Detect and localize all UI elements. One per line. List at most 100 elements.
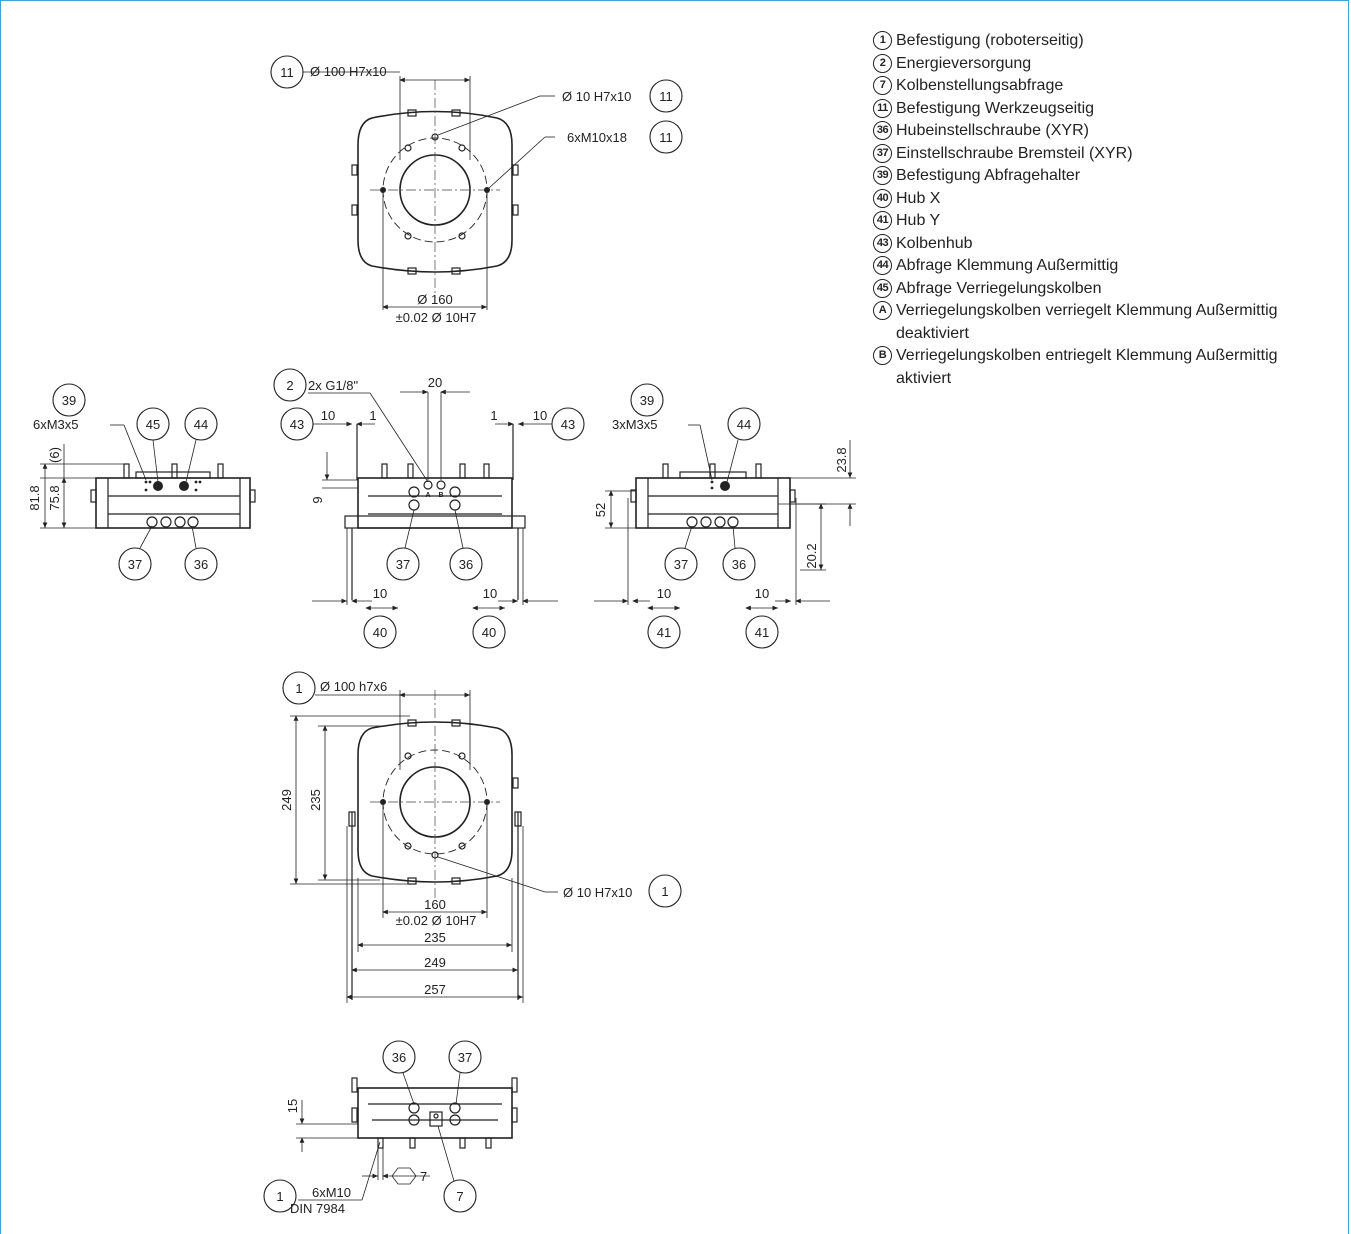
front-ref-1: 1 xyxy=(276,1189,283,1204)
bottom-dim-249v: 249 xyxy=(279,789,294,811)
bottom-tolerance: ±0.02 Ø 10H7 xyxy=(396,913,477,928)
front-threads: 6xM10 xyxy=(312,1185,351,1200)
right-dim-23-8: 23.8 xyxy=(834,447,849,472)
legend-text: Abfrage Verriegelungskolben xyxy=(896,279,1102,297)
front-ref-36: 36 xyxy=(392,1050,406,1065)
bottom-view: 1 Ø 100 h7x6 249 235 Ø 10 H7x10 1 160 ±0… xyxy=(279,671,682,1003)
top-ref-11b: 11 xyxy=(659,89,673,104)
legend-text: Befestigung Werkzeugseitig xyxy=(896,99,1095,117)
legend-text: Hubeinstellschraube (XYR) xyxy=(896,122,1089,139)
legend-key: A xyxy=(873,301,892,320)
legend-key: 7 xyxy=(873,76,892,95)
center-dim-20: 20 xyxy=(428,375,442,390)
legend-text: Einstellschraube Bremsteil (XYR) xyxy=(896,144,1133,162)
front-ref-37: 37 xyxy=(458,1050,472,1065)
bottom-dim-249h: 249 xyxy=(424,955,446,970)
center-mark-b: B xyxy=(438,492,443,499)
right-dim-10b: 10 xyxy=(755,586,769,601)
front-hex: 7 xyxy=(420,1169,427,1184)
center-mark-a: A xyxy=(425,492,430,499)
left-dim-81-8: 81.8 xyxy=(27,485,42,510)
right-dim-10a: 10 xyxy=(657,586,671,601)
center-dim-1a: 1 xyxy=(369,408,376,423)
right-dim-20-2: 20.2 xyxy=(804,543,819,568)
top-bolt-circle: Ø 160 xyxy=(417,292,452,307)
side-view-center: A B 2 2x G1/8" 20 43 10 1 43 10 1 9 37 3… xyxy=(273,368,585,649)
legend-key: 40 xyxy=(873,188,892,208)
left-ref-36: 36 xyxy=(194,557,208,572)
legend-key: 44 xyxy=(873,256,892,275)
center-ref-40a: 40 xyxy=(373,625,387,640)
front-din: DIN 7984 xyxy=(290,1201,345,1216)
legend-key: 43 xyxy=(873,233,892,253)
top-ref-11c: 11 xyxy=(659,130,673,145)
center-dim-9: 9 xyxy=(310,496,325,503)
center-ref-43a: 43 xyxy=(290,417,304,432)
legend-key: 39 xyxy=(873,166,892,185)
bottom-ref-1b: 1 xyxy=(661,884,668,899)
center-ref-40b: 40 xyxy=(482,625,496,640)
top-ref-11a: 11 xyxy=(280,65,294,80)
top-dia-bore: Ø 100 H7x10 xyxy=(310,64,387,79)
center-ref-37: 37 xyxy=(396,557,410,572)
legend-key: 2 xyxy=(873,53,892,73)
legend-text: Energieversorgung xyxy=(896,54,1032,72)
left-dim-75-8: 75.8 xyxy=(47,485,62,510)
legend-text: Hub Y xyxy=(896,212,941,229)
right-threads: 3xM3x5 xyxy=(612,417,658,432)
right-dim-52: 52 xyxy=(593,503,608,517)
right-ref-41a: 41 xyxy=(657,625,671,640)
bottom-ref-1a: 1 xyxy=(295,681,302,696)
bottom-dim-160: 160 xyxy=(424,897,446,912)
top-threads: 6xM10x18 xyxy=(567,130,627,145)
front-ref-7: 7 xyxy=(456,1189,463,1204)
legend-text: Kolbenhub xyxy=(896,234,973,252)
front-view: 36 37 15 1 6xM10 DIN 7984 7 7 xyxy=(263,1040,518,1216)
left-ref-45: 45 xyxy=(146,417,160,432)
legend-key: 1 xyxy=(873,31,892,50)
legend-text: Befestigung (roboterseitig) xyxy=(896,32,1084,49)
right-ref-36: 36 xyxy=(732,557,746,572)
front-dim-15: 15 xyxy=(285,1099,300,1113)
left-dim-6: (6) xyxy=(47,447,62,463)
center-ref-2: 2 xyxy=(286,378,293,393)
legend-key: 41 xyxy=(873,211,892,230)
right-ref-37: 37 xyxy=(674,557,688,572)
bottom-dim-257: 257 xyxy=(424,982,446,997)
center-ref-43b: 43 xyxy=(561,417,575,432)
center-dim-10c: 10 xyxy=(373,586,387,601)
legend-text: Hub X xyxy=(896,189,941,207)
legend-text: Verriegelungskolben entriegelt Klemmung … xyxy=(896,347,1278,387)
left-ref-44: 44 xyxy=(194,417,208,432)
bottom-dim-235h: 235 xyxy=(424,930,446,945)
center-dim-1b: 1 xyxy=(490,408,497,423)
right-ref-39: 39 xyxy=(640,393,654,408)
legend-text: Abfrage Klemmung Außermittig xyxy=(896,257,1119,274)
legend-text: Kolbenstellungsabfrage xyxy=(896,77,1064,94)
right-ref-44: 44 xyxy=(737,417,751,432)
bottom-dia-pin: Ø 10 H7x10 xyxy=(563,885,632,900)
side-view-left: 81.8 75.8 (6) 39 6xM3x5 45 44 37 36 xyxy=(27,383,256,581)
side-view-right: 39 3xM3x5 44 23.8 52 20.2 37 36 10 41 xyxy=(593,383,856,649)
legend-key: 45 xyxy=(873,278,892,298)
left-threads: 6xM3x5 xyxy=(33,417,79,432)
top-dia-pin: Ø 10 H7x10 xyxy=(562,89,631,104)
left-ref-39: 39 xyxy=(62,393,76,408)
center-port: 2x G1/8" xyxy=(308,378,359,393)
left-ref-37: 37 xyxy=(128,557,142,572)
